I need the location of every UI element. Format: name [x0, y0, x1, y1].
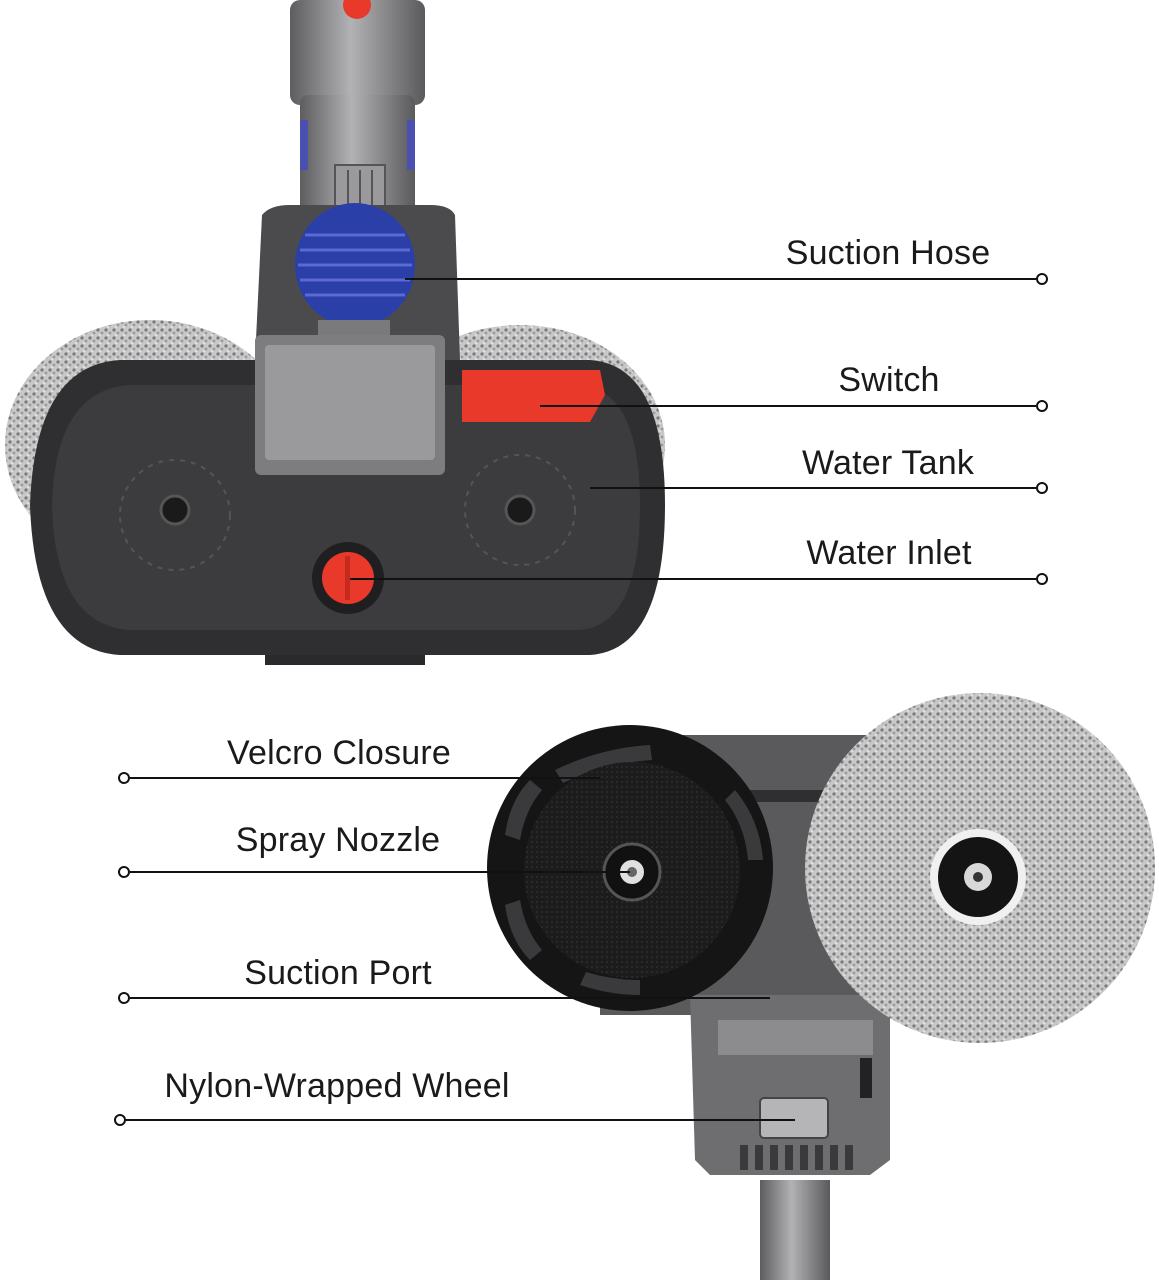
switch-part [462, 370, 605, 422]
nylon-wheel-part [759, 1097, 829, 1139]
label-spray-nozzle: Spray Nozzle [235, 821, 441, 859]
label-nylon-wrapped-wheel: Nylon-Wrapped Wheel [164, 1067, 510, 1105]
label-velcro-closure: Velcro Closure [227, 734, 451, 772]
label-switch: Switch [838, 361, 940, 399]
top-view-mop-head [5, 0, 665, 665]
label-water-inlet: Water Inlet [806, 534, 972, 572]
wand-tube [290, 0, 425, 105]
label-suction-port: Suction Port [244, 954, 432, 992]
bottom-callouts [114, 772, 795, 1126]
bottom-view-mop-head [487, 693, 1155, 1280]
label-water-tank: Water Tank [801, 444, 975, 482]
top-callouts [350, 273, 1048, 585]
label-suction-hose: Suction Hose [785, 234, 991, 272]
